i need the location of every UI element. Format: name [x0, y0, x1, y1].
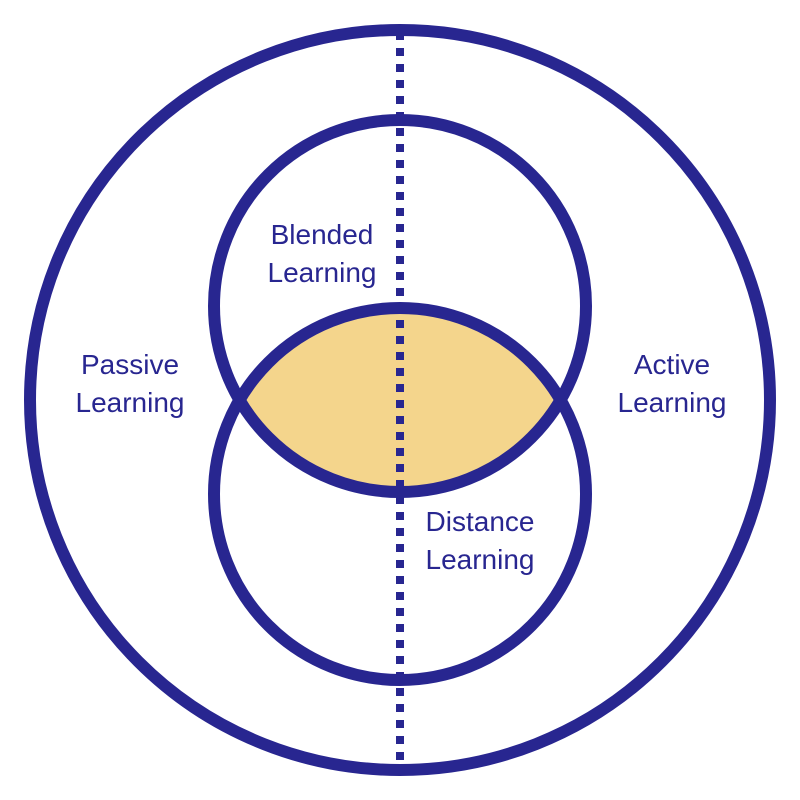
overlap-highlight: [214, 308, 586, 492]
passive-learning-line1: Passive: [80, 349, 180, 380]
distance-learning-label: Distance Learning: [390, 503, 570, 579]
blended-learning-line2: Learning: [267, 257, 377, 288]
active-learning-line1: Active: [633, 349, 711, 380]
active-learning-line2: Learning: [617, 387, 727, 418]
distance-learning-line1: Distance: [425, 506, 535, 537]
passive-learning-line2: Learning: [75, 387, 185, 418]
distance-learning-line2: Learning: [425, 544, 535, 575]
passive-learning-label: Passive Learning: [40, 346, 220, 422]
blended-learning-label: Blended Learning: [232, 216, 412, 292]
active-learning-label: Active Learning: [582, 346, 762, 422]
blended-learning-line1: Blended: [270, 219, 374, 250]
